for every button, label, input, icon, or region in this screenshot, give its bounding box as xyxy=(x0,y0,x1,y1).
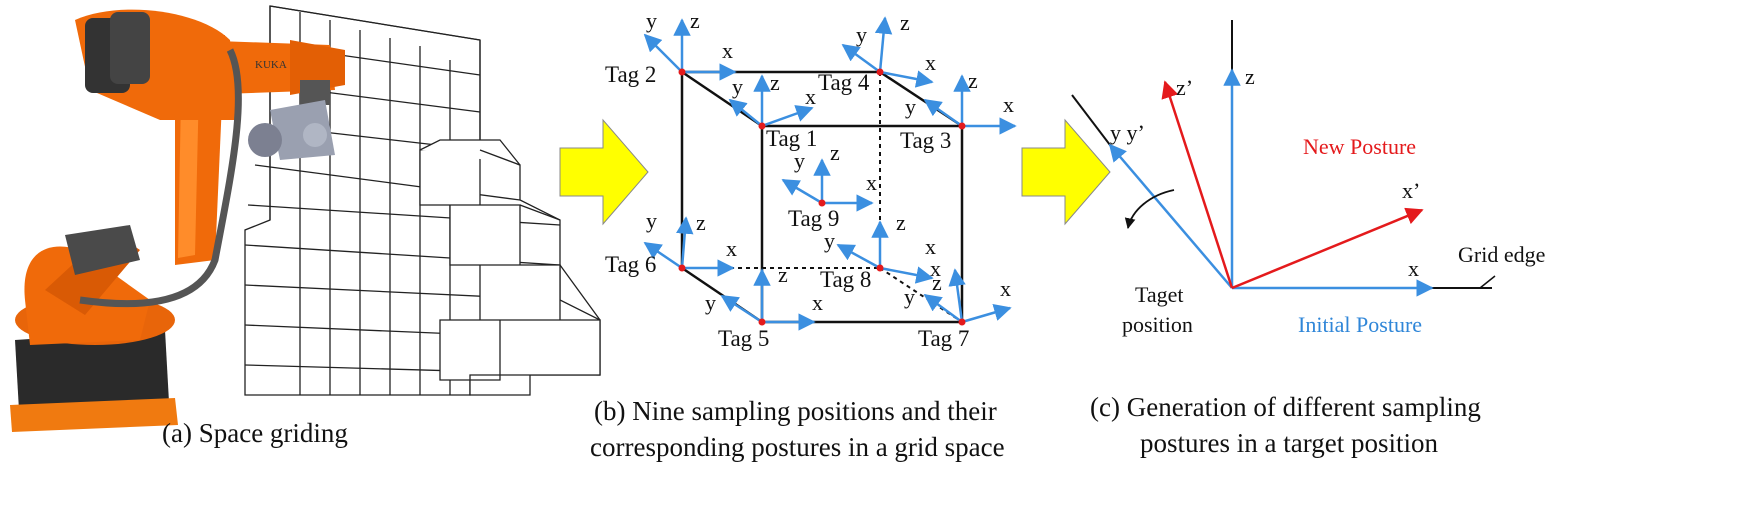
tag-2-label: Tag 2 xyxy=(605,62,656,87)
axis-letters: y z x y z x y z x y z x y z x y z x y z xyxy=(646,8,1014,315)
target-position-label-2: position xyxy=(1122,312,1193,337)
robot-brand-label: KUKA xyxy=(255,59,287,71)
panel-c: z z’ y y’ x’ x Grid edge New Posture Ini… xyxy=(1071,20,1545,458)
axis-label: z xyxy=(696,210,706,235)
tag-9-label: Tag 9 xyxy=(788,206,839,231)
tag-8-label: Tag 8 xyxy=(820,267,871,292)
tag-6-label: Tag 6 xyxy=(605,252,656,277)
tag-4-label: Tag 4 xyxy=(818,70,870,95)
grid-cell-edges xyxy=(680,70,964,324)
target-position-label-1: Taget xyxy=(1135,282,1184,307)
axis-label: z xyxy=(770,70,780,95)
axis-label: y xyxy=(905,94,916,119)
rotation-arrow-icon xyxy=(1124,189,1175,230)
axis-label: z xyxy=(896,210,906,235)
axis-label: x xyxy=(925,50,936,75)
axis-label: x xyxy=(812,290,823,315)
axis-label: x xyxy=(866,170,877,195)
tag-1-label: Tag 1 xyxy=(766,126,817,151)
tag-7-label: Tag 7 xyxy=(918,326,969,351)
axis-label: x xyxy=(805,84,816,109)
axis-label: x xyxy=(722,38,733,63)
axis-label: y xyxy=(646,208,657,233)
yellow-arrow-right-2 xyxy=(1021,118,1111,226)
axis-label: y xyxy=(705,290,716,315)
axis-label: x xyxy=(726,236,737,261)
initial-y-axis xyxy=(1108,143,1233,289)
axis-label: z xyxy=(932,270,942,295)
axis-label: x xyxy=(930,256,941,281)
new-z-axis xyxy=(1161,80,1234,289)
tag-5-label: Tag 5 xyxy=(718,326,769,351)
grid-edge-label: Grid edge xyxy=(1458,242,1545,267)
tag-dots xyxy=(678,68,966,326)
caption-c-line2: postures in a target position xyxy=(1140,428,1438,458)
grid-edge-left-line xyxy=(1071,94,1111,146)
axis-label: x xyxy=(925,234,936,259)
panel-a: KUKA (a) Space griding xyxy=(10,5,601,448)
axis-label: y xyxy=(904,284,915,309)
axis-label: x xyxy=(1003,92,1014,117)
x-label: x xyxy=(1408,256,1419,281)
axis-label: y xyxy=(732,74,743,99)
caption-b-line2: corresponding postures in a grid space xyxy=(590,432,1005,462)
panel-b: Tag 1 Tag 2 Tag 3 Tag 4 Tag 5 Tag 6 Tag … xyxy=(590,8,1017,462)
yy-prime-label: y y’ xyxy=(1110,120,1145,145)
tag-axes xyxy=(643,16,1017,331)
axis-label: z xyxy=(900,10,910,35)
space-grid xyxy=(244,5,601,396)
axis-label: y xyxy=(646,8,657,33)
tag-3-label: Tag 3 xyxy=(900,128,951,153)
robot-arm: KUKA xyxy=(10,9,345,432)
new-x-axis xyxy=(1231,207,1424,290)
caption-c-line1: (c) Generation of different sampling xyxy=(1090,392,1481,422)
axis-label: z xyxy=(690,8,700,33)
axis-label: y xyxy=(824,228,835,253)
z-prime-label: z’ xyxy=(1176,75,1193,100)
x-prime-label: x’ xyxy=(1402,178,1420,203)
caption-b-line1: (b) Nine sampling positions and their xyxy=(594,396,997,426)
z-label: z xyxy=(1245,64,1255,89)
axis-label: z xyxy=(778,262,788,287)
new-posture-label: New Posture xyxy=(1303,134,1416,159)
axis-label: z xyxy=(968,68,978,93)
axis-label: y xyxy=(794,148,805,173)
axis-label: y xyxy=(856,22,867,47)
initial-posture-label: Initial Posture xyxy=(1298,312,1422,337)
caption-a: (a) Space griding xyxy=(162,418,348,448)
yellow-arrow-right-1 xyxy=(559,118,649,226)
axis-label: x xyxy=(1000,276,1011,301)
axis-label: z xyxy=(830,140,840,165)
